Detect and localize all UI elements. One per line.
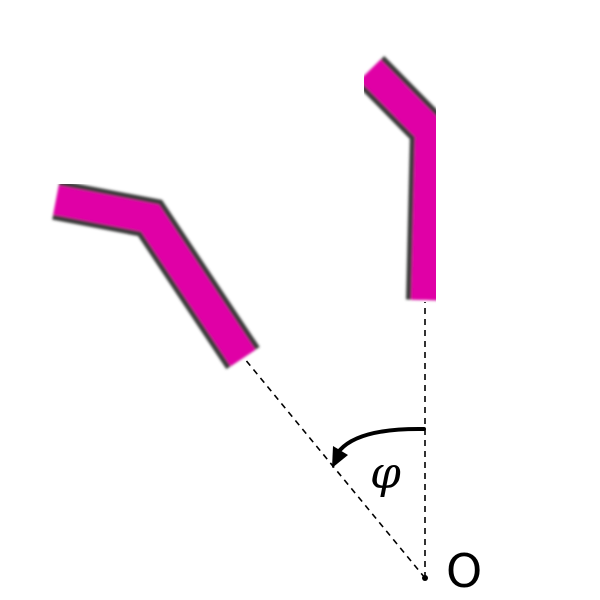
- angle-label: φ: [370, 448, 401, 499]
- origin-point: [422, 575, 428, 581]
- origin-label: O: [446, 544, 482, 598]
- upright-piece: [355, 55, 451, 301]
- counterclockwise-arrow-icon: [332, 426, 426, 468]
- rotated-reference-line: [243, 357, 426, 579]
- rotated-piece: [52, 180, 260, 370]
